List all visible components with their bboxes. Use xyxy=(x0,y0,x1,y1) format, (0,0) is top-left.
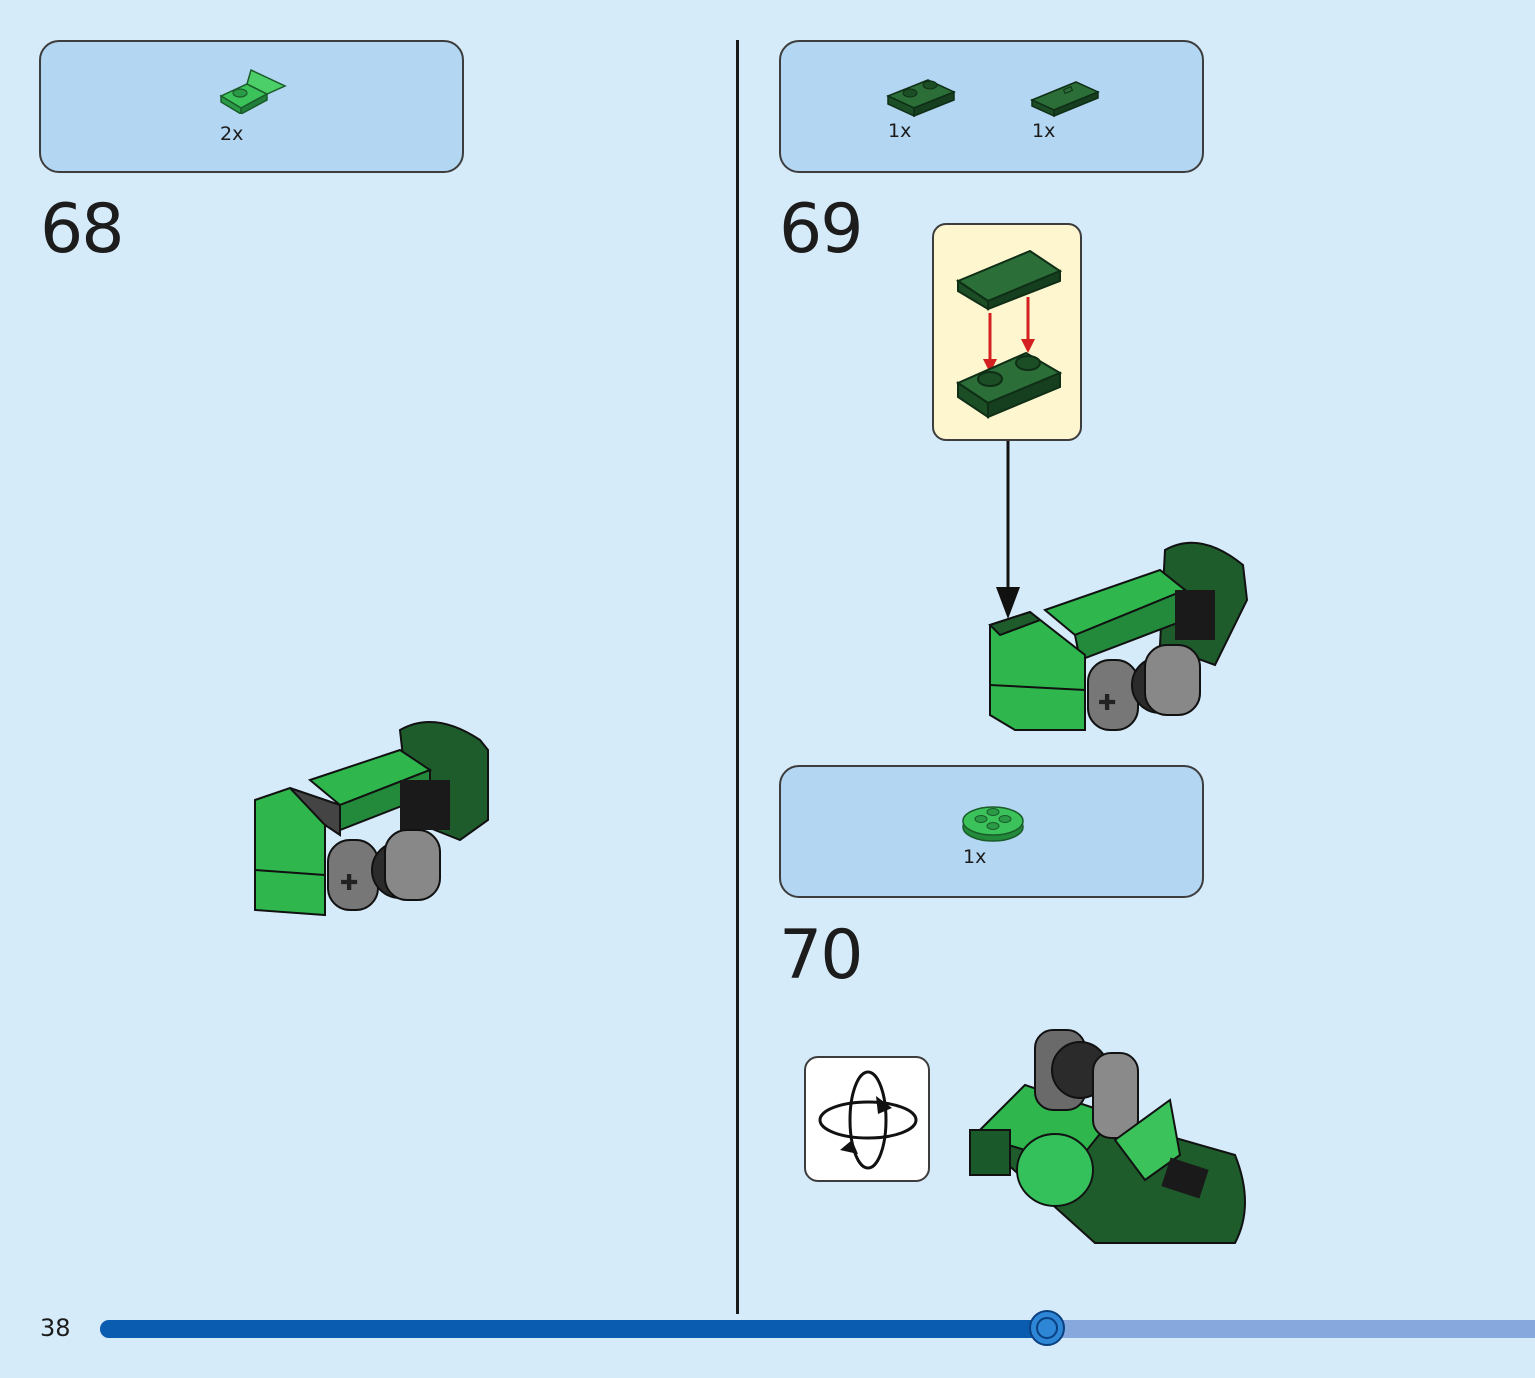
part-qty: 2x xyxy=(220,123,244,145)
step-68-model: ✚ xyxy=(254,721,489,917)
black-arrow-down xyxy=(996,441,1020,619)
page-divider xyxy=(736,40,739,1314)
part-qty: 1x xyxy=(888,120,912,142)
step-number-68: 68 xyxy=(40,190,125,269)
progress-knob xyxy=(1029,1310,1065,1346)
parts-box-step-68: 2x xyxy=(39,40,464,173)
dark-green-plate-icon xyxy=(886,79,956,118)
progress-track xyxy=(100,1310,1535,1346)
green-round-plate-icon xyxy=(962,806,1024,842)
callout-illustration xyxy=(955,249,1063,419)
rotate-model-icon xyxy=(818,1070,918,1170)
parts-box-step-70: 1x xyxy=(779,765,1204,898)
part-qty: 1x xyxy=(963,846,987,868)
parts-box-step-69: 1x 1x xyxy=(779,40,1204,173)
step-70-model xyxy=(969,1029,1246,1244)
progress-fill xyxy=(100,1320,1047,1338)
page-number: 38 xyxy=(40,1314,71,1342)
svg-text:✚: ✚ xyxy=(340,871,358,896)
rotate-model-box xyxy=(804,1056,930,1182)
step-number-70: 70 xyxy=(779,916,864,995)
step-69-model: ✚ xyxy=(988,541,1249,731)
part-qty: 1x xyxy=(1032,120,1056,142)
green-bracket-plate-icon xyxy=(219,68,287,114)
dark-green-tile-icon xyxy=(1030,81,1100,118)
step-number-69: 69 xyxy=(779,190,864,269)
sub-assembly-callout xyxy=(932,223,1082,441)
svg-text:✚: ✚ xyxy=(1098,691,1116,716)
